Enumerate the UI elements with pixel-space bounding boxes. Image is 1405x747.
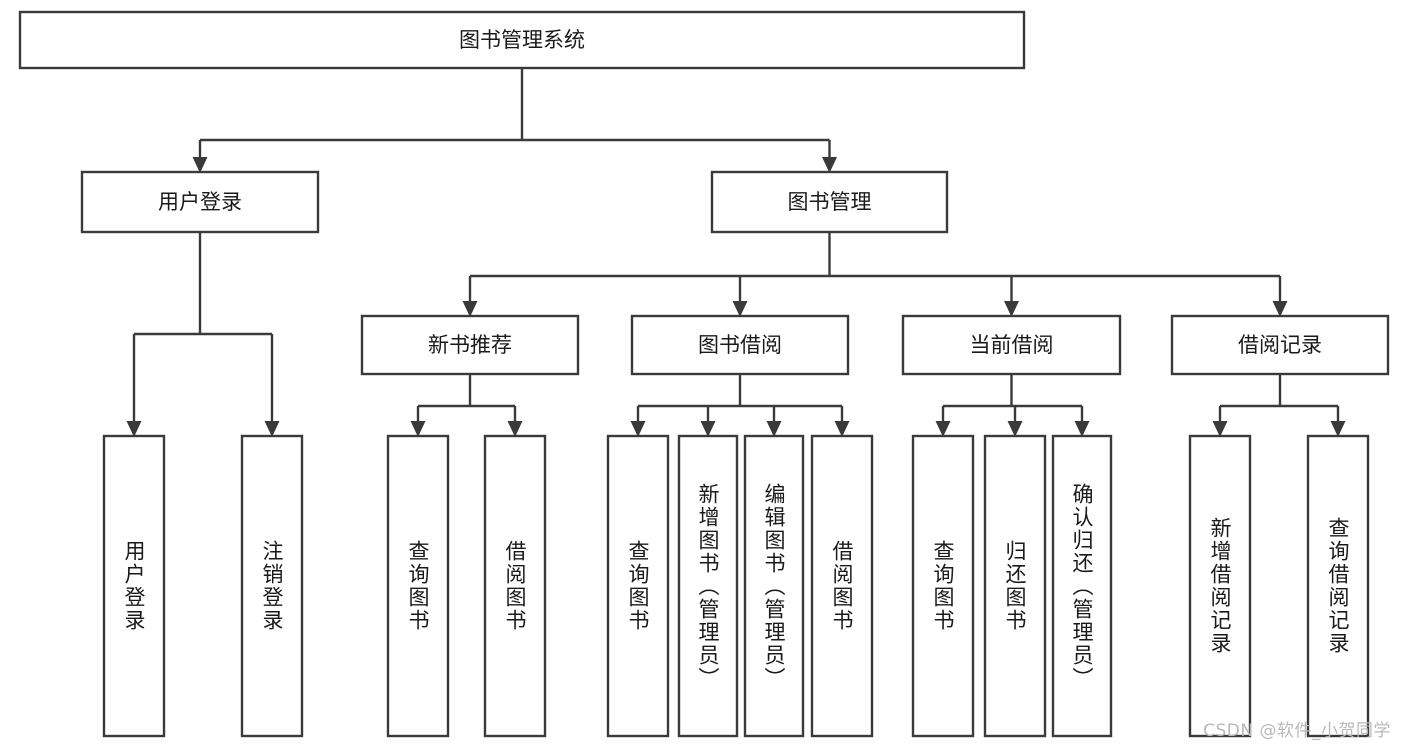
node-box xyxy=(606,434,670,738)
node-box xyxy=(483,434,547,738)
arrow-head-icon xyxy=(935,421,951,437)
node-box xyxy=(630,314,850,376)
node-box xyxy=(901,314,1122,376)
node-label: 当前借阅 xyxy=(970,333,1054,357)
arrow-head-icon xyxy=(1272,301,1288,317)
arrow-head-icon xyxy=(834,421,850,437)
node-book-borrow[interactable]: 图书借阅 xyxy=(630,314,850,376)
node-leaf-edit-book[interactable] xyxy=(743,434,805,738)
arrow-head-icon xyxy=(1330,421,1346,437)
node-box xyxy=(102,434,166,738)
node-box xyxy=(1051,434,1113,738)
node-leaf-return-book[interactable] xyxy=(983,434,1047,738)
node-leaf-borrow-book-2[interactable] xyxy=(810,434,874,738)
arrow-head-icon xyxy=(1212,421,1228,437)
node-box xyxy=(18,10,1026,70)
node-leaf-add-record[interactable] xyxy=(1188,434,1252,738)
node-label: 图书管理 xyxy=(788,190,872,214)
node-label: 用户登录 xyxy=(158,190,242,214)
arrow-head-icon xyxy=(1007,421,1023,437)
node-leaf-confirm-return[interactable] xyxy=(1051,434,1113,738)
node-box xyxy=(386,434,450,738)
arrow-head-icon xyxy=(732,301,748,317)
arrow-head-icon xyxy=(1004,301,1019,317)
node-box xyxy=(1188,434,1252,738)
arrow-head-icon xyxy=(462,301,478,317)
node-leaf-user-login[interactable] xyxy=(102,434,166,738)
arrow-head-icon xyxy=(126,421,142,437)
node-box xyxy=(1170,314,1390,376)
node-box xyxy=(983,434,1047,738)
node-label: 图书管理系统 xyxy=(459,28,585,52)
node-book-manage[interactable]: 图书管理 xyxy=(710,170,949,234)
node-user-login[interactable]: 用户登录 xyxy=(80,170,320,234)
arrow-head-icon xyxy=(264,421,280,437)
node-leaf-add-book[interactable] xyxy=(677,434,739,738)
node-box xyxy=(810,434,874,738)
arrow-head-icon xyxy=(410,421,426,437)
node-box xyxy=(677,434,739,738)
node-leaf-query-record[interactable] xyxy=(1306,434,1370,738)
node-root[interactable]: 图书管理系统 xyxy=(18,10,1026,70)
arrow-head-icon xyxy=(822,157,837,173)
node-box xyxy=(1306,434,1370,738)
node-leaf-user-logout[interactable] xyxy=(240,434,304,738)
arrow-head-icon xyxy=(507,421,523,437)
node-current-borrow[interactable]: 当前借阅 xyxy=(901,314,1122,376)
node-borrow-record[interactable]: 借阅记录 xyxy=(1170,314,1390,376)
node-box xyxy=(710,170,949,234)
node-label: 图书借阅 xyxy=(698,333,782,357)
node-label: 借阅记录 xyxy=(1238,333,1322,357)
connectors-layer xyxy=(126,68,1346,437)
csdn-watermark: CSDN @软件_小贺同学 xyxy=(1203,721,1391,741)
node-box xyxy=(240,434,304,738)
arrow-head-icon xyxy=(700,421,716,437)
node-box xyxy=(743,434,805,738)
arrow-head-icon xyxy=(766,421,782,437)
node-new-book-recommend[interactable]: 新书推荐 xyxy=(360,314,580,376)
node-leaf-query-book-1[interactable] xyxy=(386,434,450,738)
arrow-head-icon xyxy=(630,421,646,437)
node-leaf-query-book-2[interactable] xyxy=(606,434,670,738)
arrow-head-icon xyxy=(192,157,208,173)
node-label: 新书推荐 xyxy=(428,333,512,357)
node-box xyxy=(911,434,975,738)
node-leaf-borrow-book-1[interactable] xyxy=(483,434,547,738)
node-leaf-query-book-3[interactable] xyxy=(911,434,975,738)
node-box xyxy=(360,314,580,376)
arrow-head-icon xyxy=(1074,421,1090,437)
node-box xyxy=(80,170,320,234)
